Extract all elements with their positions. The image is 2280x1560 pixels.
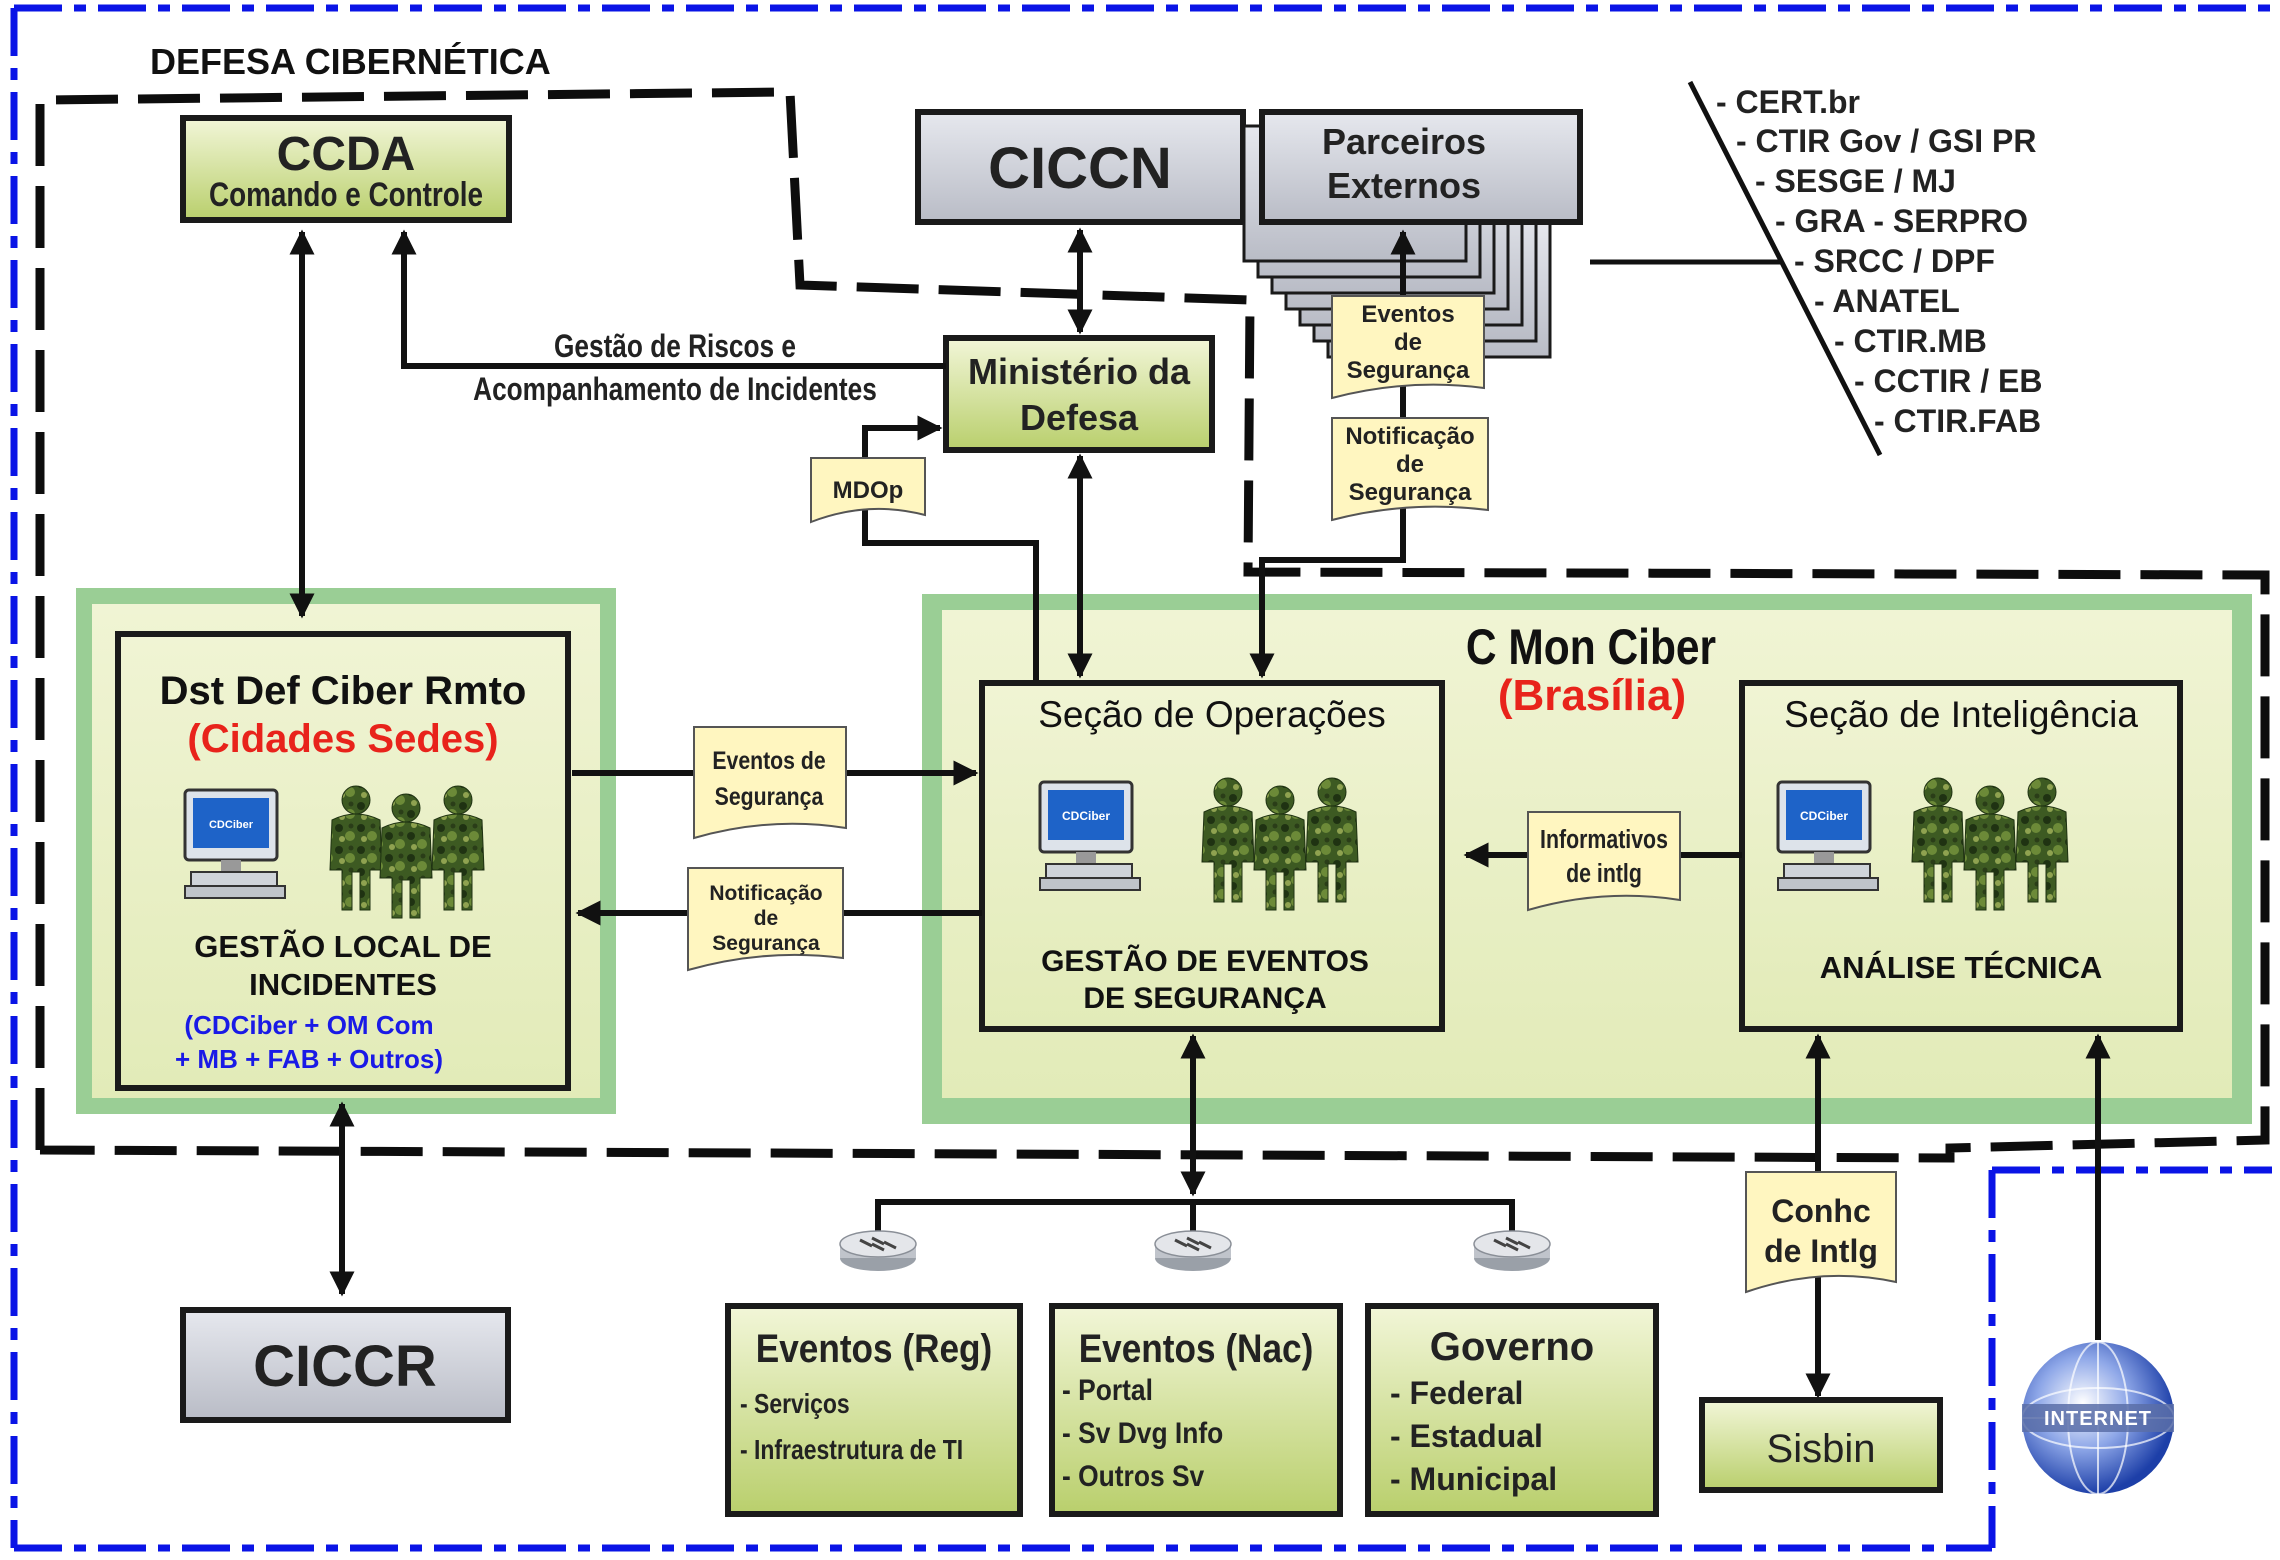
- partner-item: - CCTIR / EB: [1854, 363, 2042, 399]
- partner-item: - CTIR.MB: [1834, 323, 1987, 359]
- cmon-title: C Mon Ciber: [1466, 619, 1716, 675]
- note-notificacao-mid: Notificação de Segurança: [687, 867, 844, 972]
- computer-label: CDCiber: [1800, 809, 1848, 823]
- source-item: - Municipal: [1390, 1461, 1557, 1497]
- dst-panel: Dst Def Ciber Rmto (Cidades Sedes) CDCib…: [76, 588, 616, 1114]
- note-line: Eventos de: [712, 746, 825, 774]
- ccda-node: CCDA Comando e Controle: [180, 115, 512, 223]
- cmon-subtitle: (Brasília): [1498, 671, 1686, 720]
- parceiros-line1: Parceiros: [1322, 121, 1486, 162]
- computer-label: CDCiber: [1062, 809, 1110, 823]
- router-icon: [1153, 1229, 1233, 1273]
- sisbin-node: Sisbin: [1699, 1397, 1943, 1493]
- partner-item: - CERT.br: [1716, 84, 1860, 120]
- inteligencia-role: ANÁLISE TÉCNICA: [1820, 950, 2102, 985]
- partner-item: - CTIR Gov / GSI PR: [1736, 123, 2036, 159]
- partner-item: - CTIR.FAB: [1874, 403, 2041, 439]
- ciccn-label: CICCN: [988, 136, 1172, 201]
- source-item: - Outros Sv: [1062, 1458, 1205, 1492]
- gestao-riscos-label-2: Acompanhamento de Incidentes: [473, 373, 877, 408]
- note-eventos-top: Eventos de Segurança: [1331, 295, 1485, 400]
- internet-globe-icon: INTERNET: [2021, 1341, 2175, 1495]
- router-icon: [1472, 1229, 1552, 1273]
- source-title: Eventos (Reg): [756, 1326, 993, 1371]
- ccda-title: CCDA: [277, 128, 416, 181]
- computer-label: CDCiber: [209, 819, 254, 831]
- note-line: Informativos: [1540, 825, 1668, 855]
- note-line: Conhc: [1771, 1193, 1871, 1229]
- note-line: Notificação: [709, 882, 822, 905]
- computer-icon: CDCiber: [183, 788, 286, 899]
- partners-list: - CERT.br - CTIR Gov / GSI PR - SESGE / …: [1590, 80, 2042, 457]
- source-gov: Governo - Federal - Estadual - Municipal: [1365, 1303, 1659, 1517]
- inteligencia-title: Seção de Inteligência: [1784, 694, 2138, 735]
- source-nac: Eventos (Nac) - Portal - Sv Dvg Info - O…: [1049, 1303, 1343, 1517]
- dst-subtitle: (Cidades Sedes): [187, 717, 498, 761]
- operacoes-title: Seção de Operações: [1038, 694, 1386, 735]
- source-title: Eventos (Nac): [1079, 1326, 1314, 1371]
- note-line: de: [754, 907, 779, 930]
- dst-role-line1: GESTÃO LOCAL DE: [194, 929, 491, 964]
- note-mdop-text: MDOp: [833, 477, 904, 504]
- note-line: Segurança: [1347, 357, 1470, 384]
- dst-title: Dst Def Ciber Rmto: [160, 669, 527, 713]
- parceiros-line2: Externos: [1327, 165, 1481, 206]
- outer-blue-frame: [10, 4, 2272, 1552]
- partner-item: - SRCC / DPF: [1794, 243, 1995, 279]
- title-defesa: DEFESA CIBERNÉTICA: [150, 41, 551, 82]
- ciccr-label: CICCR: [253, 1334, 437, 1399]
- sisbin-label: Sisbin: [1767, 1427, 1876, 1471]
- source-reg: Eventos (Reg) - Serviços - Infraestrutur…: [725, 1303, 1023, 1517]
- source-item: - Estadual: [1390, 1418, 1543, 1454]
- partner-item: - GRA - SERPRO: [1775, 203, 2028, 239]
- note-line: de: [1396, 451, 1424, 478]
- source-item: - Portal: [1062, 1372, 1153, 1406]
- note-line: Eventos: [1361, 301, 1454, 328]
- partner-item: - ANATEL: [1814, 283, 1960, 319]
- note-line: Segurança: [1349, 479, 1472, 506]
- computer-icon: CDCiber: [1776, 780, 1879, 891]
- operacoes-role-2: DE SEGURANÇA: [1083, 982, 1326, 1015]
- note-line: Segurança: [715, 782, 825, 810]
- source-item: - Sv Dvg Info: [1062, 1415, 1223, 1449]
- internet-label: INTERNET: [2044, 1408, 2152, 1430]
- source-item: - Federal: [1390, 1375, 1523, 1411]
- note-line: Notificação: [1345, 423, 1474, 450]
- note-line: de: [1394, 329, 1422, 356]
- note-line: de Intlg: [1764, 1233, 1878, 1269]
- note-conhc: Conhc de Intlg: [1745, 1171, 1897, 1294]
- source-title: Governo: [1430, 1325, 1594, 1369]
- partner-item: - SESGE / MJ: [1755, 163, 1956, 199]
- computer-icon: CDCiber: [1038, 780, 1141, 891]
- dst-members-1: (CDCiber + OM Com: [184, 1010, 433, 1040]
- gestao-riscos-label: Gestão de Riscos e: [554, 330, 796, 365]
- source-item: - Infraestrutura de TI: [740, 1435, 963, 1466]
- note-line: de intlg: [1566, 859, 1642, 889]
- note-notificacao-top: Notificação de Segurança: [1331, 417, 1489, 522]
- router-icon: [838, 1229, 918, 1273]
- source-item: - Serviços: [740, 1389, 850, 1420]
- ciccr-node: CICCR: [180, 1307, 511, 1423]
- operacoes-role-1: GESTÃO DE EVENTOS: [1041, 944, 1369, 978]
- note-eventos-mid: Eventos de Segurança: [693, 726, 847, 840]
- dst-members-2: + MB + FAB + Outros): [175, 1044, 443, 1074]
- ministerio-line2: Defesa: [1020, 397, 1139, 438]
- ministerio-node: Ministério da Defesa: [943, 335, 1215, 453]
- operacoes-section: Seção de Operações CDCiber GESTÃO DE EVE…: [979, 680, 1445, 1032]
- note-line: Segurança: [712, 932, 820, 955]
- note-informativos: Informativos de intlg: [1527, 811, 1681, 912]
- ccda-subtitle: Comando e Controle: [209, 175, 483, 213]
- note-mdop: MDOp: [810, 457, 926, 524]
- inteligencia-section: Seção de Inteligência CDCiber ANÁLISE TÉ…: [1739, 680, 2183, 1032]
- ciccn-node: CICCN: [915, 109, 1246, 225]
- ministerio-line1: Ministério da: [968, 351, 1191, 392]
- defesa-boundary: [35, 87, 2270, 1163]
- dst-role-line2: INCIDENTES: [249, 967, 437, 1002]
